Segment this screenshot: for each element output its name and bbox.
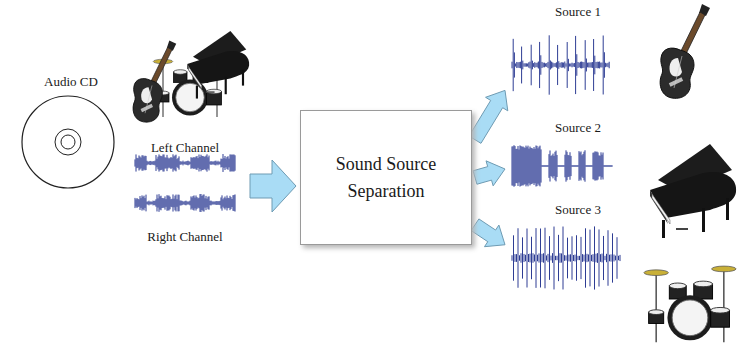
- source-output: Source 2: [505, 120, 651, 190]
- node-text: Source 3: [505, 202, 651, 218]
- output-arrow: [471, 219, 505, 247]
- node-text: Sound Source Separation: [315, 151, 457, 203]
- channel-label: Left Channel: [151, 140, 219, 156]
- waveform: [512, 35, 609, 94]
- output-instruments: [644, 4, 736, 342]
- cd-disc: Audio CD: [20, 74, 122, 196]
- drums-icon: [644, 266, 736, 342]
- node-text: Source 1: [505, 4, 651, 20]
- waveform: [512, 226, 620, 289]
- waveform: [135, 194, 235, 212]
- input-instruments: [133, 31, 249, 122]
- node-text: Audio CD: [20, 74, 122, 90]
- waveform: [135, 154, 235, 172]
- guitar-icon: [133, 40, 176, 122]
- cd-hole: [61, 135, 75, 149]
- cd-disc: [22, 96, 114, 188]
- piano-icon: [650, 144, 736, 238]
- waveform: [512, 145, 612, 187]
- cd-outline: [20, 94, 116, 190]
- cd-hub: [55, 129, 81, 155]
- input-arrow: [250, 160, 296, 212]
- waveforms: [135, 35, 620, 289]
- process-box: Sound Source Separation: [300, 110, 472, 245]
- output-arrow: [469, 90, 508, 143]
- channel-label: Right Channel: [147, 229, 222, 245]
- guitar-icon: [660, 4, 710, 98]
- source-output: Source 1: [505, 4, 651, 100]
- output-arrow: [473, 161, 505, 186]
- source-output: Source 3: [505, 202, 651, 297]
- node-text: Source 2: [505, 120, 651, 136]
- piano-icon: [187, 31, 249, 99]
